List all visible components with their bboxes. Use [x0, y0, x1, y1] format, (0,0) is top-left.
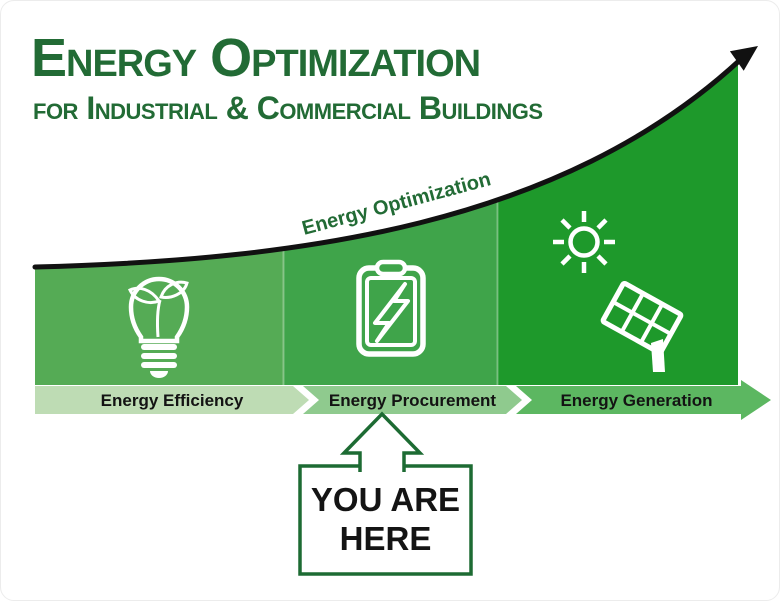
page-title: Energy Optimization [31, 28, 481, 88]
clipboard-lightning-icon [356, 259, 426, 357]
page-subtitle: for Industrial & Commercial Buildings [33, 90, 543, 126]
stage-label-energy-efficiency: Energy Efficiency [100, 390, 244, 410]
panel-divider [496, 63, 499, 385]
band-energy-generation [516, 380, 771, 420]
you-are-here-label: YOU ARE HERE [310, 481, 461, 557]
curve-arrowhead [729, 46, 758, 71]
band-energy-efficiency [35, 386, 309, 414]
band-energy-procurement [303, 386, 522, 414]
you-are-here-arrow [339, 411, 425, 472]
growth-curve-arrow [32, 46, 758, 270]
sun-solar-panel-icon [553, 211, 684, 372]
you-are-here-box [298, 411, 473, 576]
lightbulb-sprout-icon [128, 276, 190, 378]
stage-label-energy-procurement: Energy Procurement [328, 390, 497, 410]
stage-label-energy-generation: Energy Generation [560, 390, 713, 410]
stage-banner-arrow [35, 380, 771, 420]
